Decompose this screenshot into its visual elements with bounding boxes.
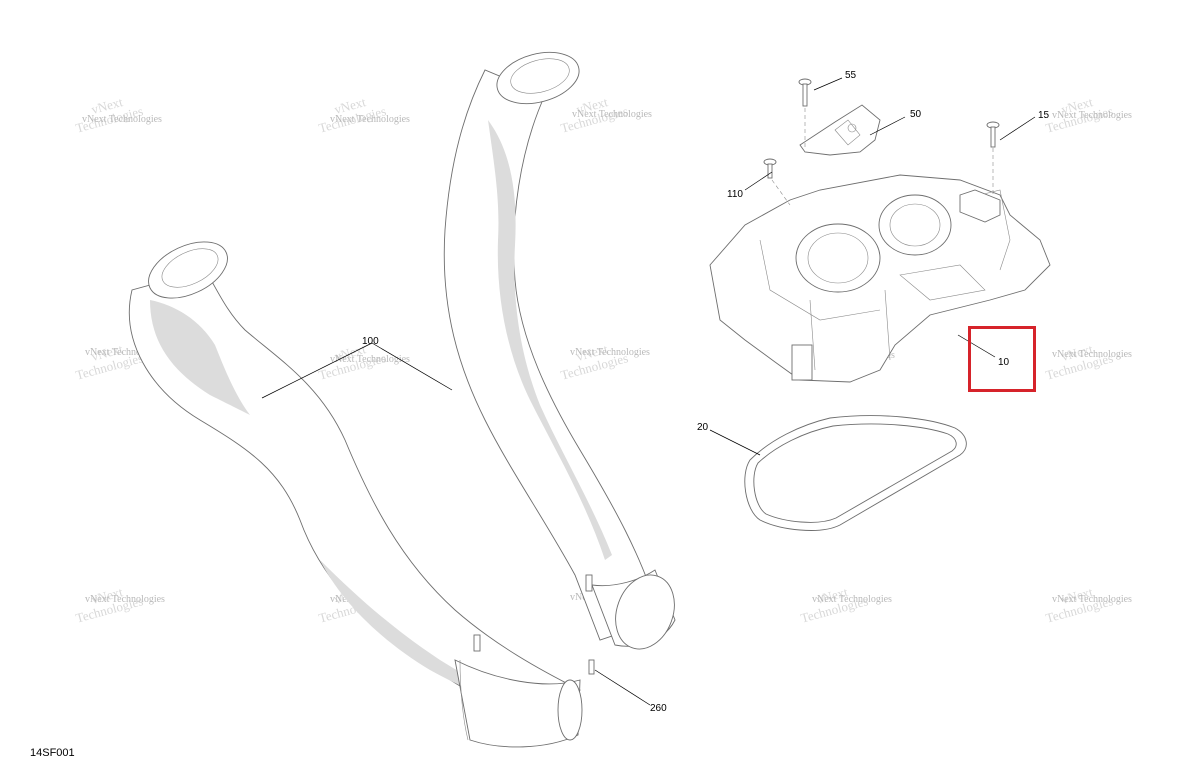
highlight-box-part-10 bbox=[968, 326, 1036, 392]
callout-55[interactable]: 55 bbox=[845, 70, 857, 81]
watermark: vNext Technologies bbox=[74, 94, 145, 136]
screw-55[interactable] bbox=[798, 78, 812, 150]
watermark: vNext Technologies bbox=[330, 114, 410, 125]
watermark: vNext Technologies bbox=[559, 341, 630, 383]
watermark: vNext Technologies bbox=[330, 354, 410, 365]
screw-260[interactable] bbox=[588, 659, 595, 675]
seal-gasket[interactable] bbox=[744, 415, 967, 531]
callout-110[interactable]: 110 bbox=[727, 189, 743, 200]
callout-20[interactable]: 20 bbox=[697, 422, 709, 433]
callout-100[interactable]: 100 bbox=[362, 336, 379, 347]
bracket-50[interactable] bbox=[799, 104, 881, 156]
clamp-screw-right[interactable] bbox=[585, 574, 593, 592]
watermark: vNext Technologies bbox=[570, 347, 650, 358]
callouts: 55 50 15 110 10 20 100 260 bbox=[362, 70, 1050, 714]
watermark: vNext Technologies bbox=[1052, 594, 1132, 605]
watermark: vNext Technologies bbox=[1052, 349, 1132, 360]
airbox-connector bbox=[791, 344, 813, 381]
airbox-housing[interactable] bbox=[709, 174, 1051, 383]
watermark: vNext Technologies bbox=[812, 594, 892, 605]
callout-260[interactable]: 260 bbox=[650, 703, 667, 714]
callout-50[interactable]: 50 bbox=[910, 109, 922, 120]
callout-10[interactable]: 10 bbox=[998, 357, 1010, 368]
watermark: vNext Technologies bbox=[82, 114, 162, 125]
callout-15[interactable]: 15 bbox=[1038, 110, 1050, 121]
duct-left[interactable] bbox=[128, 230, 583, 748]
watermark: vNext Technologies bbox=[1052, 110, 1132, 121]
watermark: vNext Technologies bbox=[317, 94, 388, 136]
leader-lines bbox=[261, 77, 1036, 706]
duct-right[interactable] bbox=[443, 44, 684, 675]
watermark: vNext Technologies bbox=[85, 347, 165, 358]
clamp-screw-left[interactable] bbox=[473, 634, 481, 652]
watermark: vNext Technologies bbox=[572, 109, 652, 120]
watermark: vNext Technologies bbox=[74, 341, 145, 383]
rivet-110[interactable] bbox=[763, 158, 791, 206]
diagram-code: 14SF001 bbox=[30, 747, 75, 759]
watermark: vNext Technologies bbox=[85, 594, 165, 605]
screw-15[interactable] bbox=[986, 121, 1000, 195]
